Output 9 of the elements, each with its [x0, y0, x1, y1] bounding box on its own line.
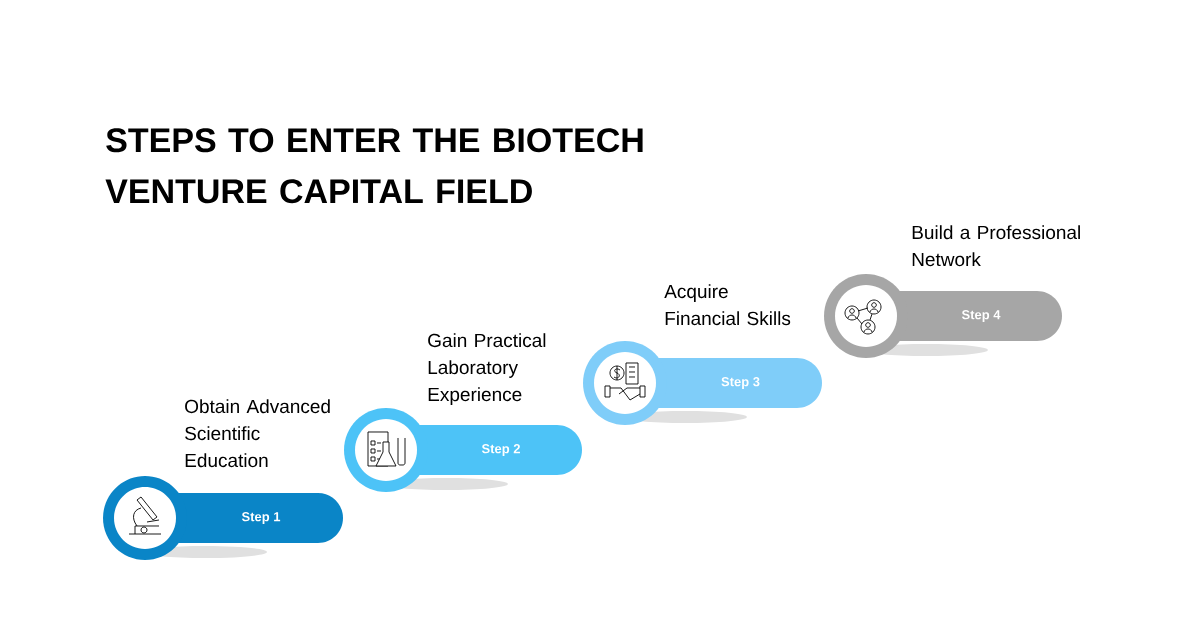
- title: STEPS TO ENTER THE BIOTECH VENTURE CAPITAL FIELD: [105, 128, 643, 204]
- step-description: Gain Practical Laboratory Experience: [428, 333, 546, 405]
- step-pill: Step 2: [344, 408, 582, 492]
- step-description: Obtain Advanced Scientific Education: [185, 399, 330, 468]
- step-pill: Step 4: [824, 274, 1062, 358]
- step-pill: Step 3: [583, 341, 822, 425]
- step-pill: Step 1: [103, 476, 343, 560]
- step-description: Acquire Financial Skills: [664, 284, 791, 326]
- step-description: Build a Professional Network: [912, 225, 1080, 267]
